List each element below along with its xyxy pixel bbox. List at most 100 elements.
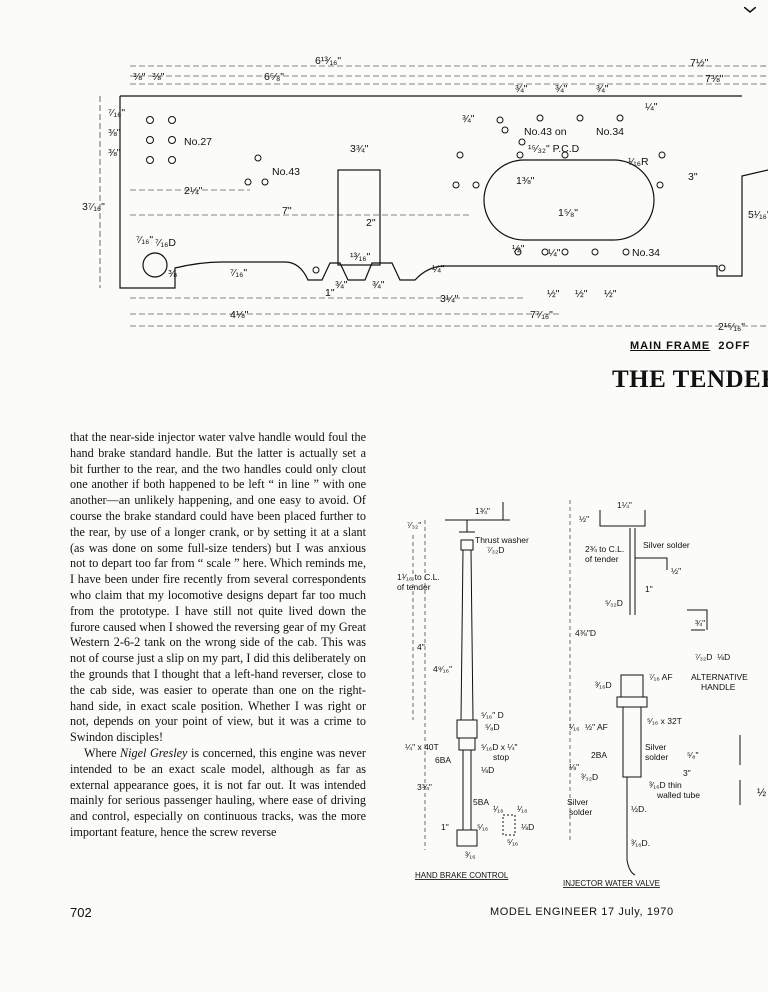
dim-3: 3" [688, 171, 698, 183]
brake-thrust-dim: ⁷⁄₃₂D [487, 545, 504, 555]
brake-dim-1-4x40t: ¼" x 40T [405, 742, 439, 752]
frame-slot-center [337, 169, 381, 266]
brake-5ba: 5BA [473, 797, 489, 807]
inj-dim-1-16: ¹⁄₁₆ [569, 722, 580, 732]
inj-dim-3-4: ¾" [695, 618, 705, 628]
dim-1-2-c: ½" [575, 288, 588, 300]
dim-1-3-8: 1⅜" [516, 175, 535, 187]
brake-dim-3-3-4: 3¾" [417, 782, 432, 792]
dim-7-16-D: ⁷⁄₁₆D [155, 237, 176, 249]
dim-13-16: ¹³⁄₁₆" [350, 251, 371, 263]
main-frame-caption: MAIN FRAME 2OFF [630, 340, 751, 352]
inj-solder-2: solder [645, 752, 668, 762]
inj-dim-1-8-d: ⅛D [717, 652, 730, 662]
dim-1-4-top: ¼" [645, 101, 658, 113]
brake-dim-5-16-c: ⁵⁄₁₆ [507, 837, 518, 847]
inj-silver-2: Silver [645, 742, 666, 752]
inj-handle-label: HANDLE [701, 682, 736, 692]
dim-3-4-left: ¾" [462, 113, 475, 125]
frame-slot-oval [483, 159, 655, 241]
dim-3-4-c: ¾" [596, 83, 609, 95]
label-no34-a: No.34 [596, 126, 624, 138]
dim-3-4-a: ¾" [515, 83, 528, 95]
dim-1-4-b: ¼" [432, 263, 445, 275]
dim-3-4-d: ¾" [335, 279, 348, 291]
brake-dim-3-16: ³⁄₁₆ [465, 850, 476, 860]
corner-mark-icon [743, 0, 757, 13]
label-no27: No.27 [184, 136, 212, 148]
inj-silver-3: Silver [567, 797, 588, 807]
paragraph-2-start: Where [84, 745, 121, 760]
inj-dim-5-8: ⁵⁄₈" [687, 750, 698, 760]
inj-alternative-label: ALTERNATIVE [691, 672, 748, 682]
dim-7-16-c: ⁷⁄₁₆" [230, 267, 247, 279]
inj-dim-1-8: ⅛" [569, 762, 579, 772]
dim-6-5-8: 6⁵⁄₈" [264, 71, 284, 83]
inj-partial-right: ½ [757, 787, 766, 799]
brake-dim-1-16: ¹⁄₁₆ [493, 804, 504, 814]
label-no34-b: No.34 [632, 247, 660, 259]
dim-2-15-16: 2¹⁵⁄₁₆" [718, 321, 745, 333]
dim-3-8-a: ⅜" [133, 71, 146, 83]
inj-dim-5-16x32t: ⁵⁄₁₆ x 32T [647, 716, 682, 726]
brake-dim-5-8: ⁵⁄₈D [485, 722, 500, 732]
inj-dim-1: 1" [645, 584, 653, 594]
frame-outline [119, 95, 768, 289]
dim-3-8-e: ⅜ [168, 268, 177, 280]
brake-dim-7-32: ⁷⁄₃₂" [407, 520, 421, 530]
paragraph-1: that the near-side injector water valve … [70, 430, 366, 745]
dim-3-8-d: ⅜" [108, 147, 121, 159]
article-body: that the near-side injector water valve … [70, 430, 366, 841]
dim-7-16-b: ⁷⁄₁₆" [136, 234, 153, 246]
dim-1-2-b: ½" [547, 288, 560, 300]
dim-3-8-b: ⅜" [152, 71, 165, 83]
paragraph-2-rest: is concerned, this engine was never inte… [70, 745, 366, 839]
dim-7-7-16: 7⁷⁄₁₆" [530, 309, 553, 321]
paragraph-2-emphasis: Nigel Gresley [120, 745, 188, 760]
dim-7-3-8: 7⅜" [705, 73, 724, 85]
dim-1-2-d: ½" [604, 288, 617, 300]
brake-dim-5-16-b: ⁵⁄₁₆ [477, 822, 488, 832]
inj-2ba: 2BA [591, 750, 607, 760]
dim-overall: 6¹³⁄₁₆" [315, 55, 341, 67]
inj-silver-solder: Silver solder [643, 540, 690, 550]
inj-dim-1-2-d: ½D. [631, 804, 647, 814]
dim-7-16: ⁷⁄₁₆" [108, 107, 125, 119]
section-title: THE TENDER [612, 366, 768, 393]
label-no43-on: No.43 on [524, 126, 567, 138]
dim-1-4-c: ¼" [548, 247, 561, 259]
dim-3-4-e: ¾" [372, 279, 385, 291]
dim-7: 7" [282, 205, 292, 217]
inj-dim-1-2-b: ½" [671, 566, 681, 576]
brake-stop-label: stop [493, 752, 509, 762]
dim-3-1-4: 3¼" [440, 293, 459, 305]
dim-3-3-4: 3¾" [350, 143, 369, 155]
inj-solder-3: solder [569, 807, 592, 817]
inj-dim-3: 3" [683, 768, 691, 778]
brake-cl-label: 1¹⁄₁₆ to C.L. [397, 572, 440, 582]
inj-dim-1-2: ½" [579, 514, 589, 524]
dim-3-4-b: ¾" [555, 83, 568, 95]
inj-dim-7-16-af: ⁷⁄₁₆ AF [649, 672, 673, 682]
dim-1-16-R: ¹⁄₁₆R [628, 156, 649, 168]
dim-2: 2" [366, 217, 376, 229]
inj-dim-4-3-8: 4⅜"D [575, 628, 596, 638]
main-frame-caption-label: MAIN FRAME [630, 340, 711, 352]
dim-5-1-16: 5¹⁄₁₆" [748, 209, 768, 221]
brake-dim-1: 1" [441, 822, 449, 832]
dim-2-1-4: 2¼" [184, 185, 203, 197]
frame-hole-large [142, 252, 168, 278]
inj-dim-3-16-d: ³⁄₁₆D. [631, 838, 650, 848]
magazine-footer: MODEL ENGINEER 17 July, 1970 [490, 906, 674, 918]
parts-drawing: 1¾" ⁷⁄₃₂" Thrust washer ⁷⁄₃₂D 1¹⁄₁₆ to C… [397, 500, 766, 888]
inj-dim-3-16: ³⁄₁₆D [595, 680, 612, 690]
inj-of-tender: of tender [585, 554, 619, 564]
dim-7-1-2: 7½" [690, 57, 709, 69]
paragraph-2: Where Nigel Gresley is concerned, this e… [70, 746, 366, 841]
brake-dim-1-16-b: ¹⁄₁₆ [517, 804, 528, 814]
dim-1-2-a: ½" [512, 243, 525, 255]
dim-1-5-8: 1⁵⁄₈" [558, 207, 578, 219]
inj-dim-7-32-d: ⁷⁄₃₂D [695, 652, 712, 662]
brake-dim-1-8-d-b: ⅛D [521, 822, 534, 832]
brake-caption: HAND BRAKE CONTROL [415, 871, 509, 880]
